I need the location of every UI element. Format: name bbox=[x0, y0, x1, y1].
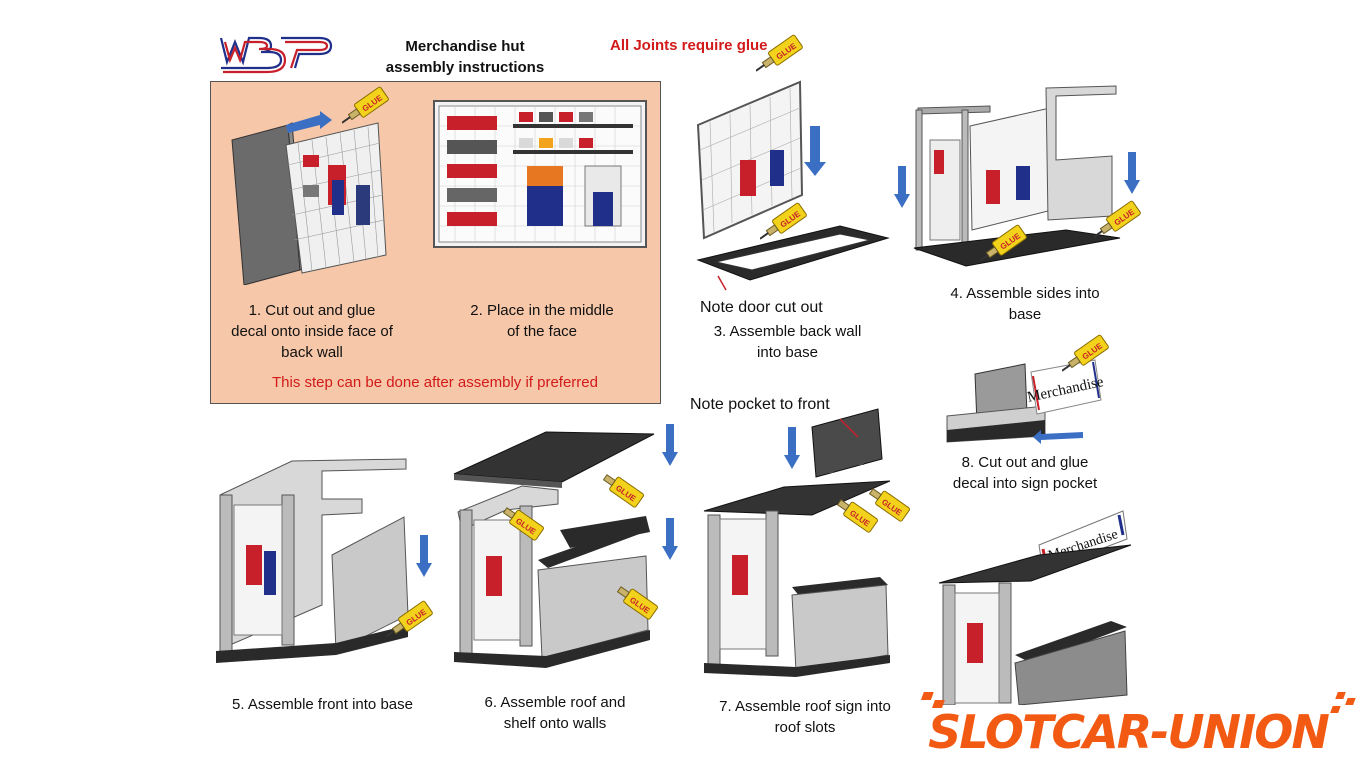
step1-caption: 1. Cut out and glue decal onto inside fa… bbox=[222, 300, 402, 363]
page-title: Merchandise hut assembly instructions bbox=[370, 36, 560, 78]
step6-line-2: shelf onto walls bbox=[503, 715, 607, 732]
glue-tube-icon: GLUE bbox=[760, 202, 807, 240]
step3-illustration bbox=[696, 80, 890, 291]
step7-line-1: 7. Assemble roof sign into bbox=[719, 698, 891, 715]
step2-caption: 2. Place in the middle of the face bbox=[452, 300, 632, 342]
step2-illustration bbox=[433, 100, 647, 248]
step7-illustration bbox=[703, 408, 891, 677]
glue-tube-icon: GLUE bbox=[502, 507, 544, 541]
step1-line-3: back wall bbox=[281, 344, 343, 361]
step5-illustration bbox=[216, 458, 432, 663]
step5-line-1: 5. Assemble front into base bbox=[232, 696, 413, 713]
glue-tube-icon: GLUE bbox=[836, 499, 878, 533]
brand-watermark-text: SLOTCAR-UNION bbox=[928, 705, 1329, 759]
step2-line-2: of the face bbox=[506, 323, 578, 340]
step5-caption: 5. Assemble front into base bbox=[215, 694, 430, 715]
step4-line-1: 4. Assemble sides into bbox=[950, 285, 1100, 302]
glue-tube-icon: GLUE bbox=[616, 586, 658, 620]
step8-line-2: decal into sign pocket bbox=[952, 475, 1098, 492]
step3-line-2: into base bbox=[757, 344, 818, 361]
step2-line-1: 2. Place in the middle bbox=[470, 302, 614, 319]
brand-watermark: SLOTCAR-UNION bbox=[920, 692, 1356, 760]
step8-illustration: Merchandise bbox=[946, 359, 1105, 444]
step8-line-1: 8. Cut out and glue bbox=[961, 454, 1089, 471]
step3-note: Note door cut out bbox=[700, 299, 823, 316]
step1-line-1: 1. Cut out and glue bbox=[248, 302, 376, 319]
step6-illustration bbox=[453, 424, 678, 668]
glue-tube-icon: GLUE bbox=[386, 600, 433, 638]
title-line-1: Merchandise hut bbox=[405, 38, 525, 55]
step3-line-1: 3. Assemble back wall bbox=[713, 323, 862, 340]
step8-caption: 8. Cut out and glue decal into sign pock… bbox=[935, 452, 1115, 494]
step6-caption: 6. Assemble roof and shelf onto walls bbox=[465, 692, 645, 734]
step7-caption: 7. Assemble roof sign into roof slots bbox=[705, 696, 905, 738]
step3-caption: 3. Assemble back wall into base bbox=[700, 321, 875, 363]
glue-tube-icon: GLUE bbox=[980, 224, 1027, 262]
step7-note: Note pocket to front bbox=[690, 396, 830, 413]
step4-caption: 4. Assemble sides into base bbox=[935, 283, 1115, 325]
glue-note: All Joints require glue bbox=[610, 37, 768, 54]
step7-line-2: roof slots bbox=[774, 719, 836, 736]
step1-2-note: This step can be done after assembly if … bbox=[271, 374, 598, 391]
step4-illustration bbox=[894, 85, 1140, 267]
title-line-2: assembly instructions bbox=[385, 59, 545, 76]
final-assembly-illustration: Merchandise bbox=[938, 510, 1132, 705]
step1-line-2: decal onto inside face of bbox=[231, 323, 393, 340]
glue-tube-icon: GLUE bbox=[1094, 200, 1141, 238]
glue-tube-icon: GLUE bbox=[342, 86, 389, 124]
step1-illustration bbox=[231, 111, 387, 285]
wmsp-logo bbox=[219, 36, 333, 74]
glue-tube-icon: GLUE bbox=[756, 34, 803, 72]
step4-line-2: base bbox=[1008, 306, 1042, 323]
glue-tube-icon: GLUE bbox=[602, 474, 644, 508]
glue-tube-icon: GLUE bbox=[1062, 334, 1109, 372]
step6-line-1: 6. Assemble roof and bbox=[484, 694, 626, 711]
glue-tube-icon: GLUE bbox=[868, 488, 910, 522]
